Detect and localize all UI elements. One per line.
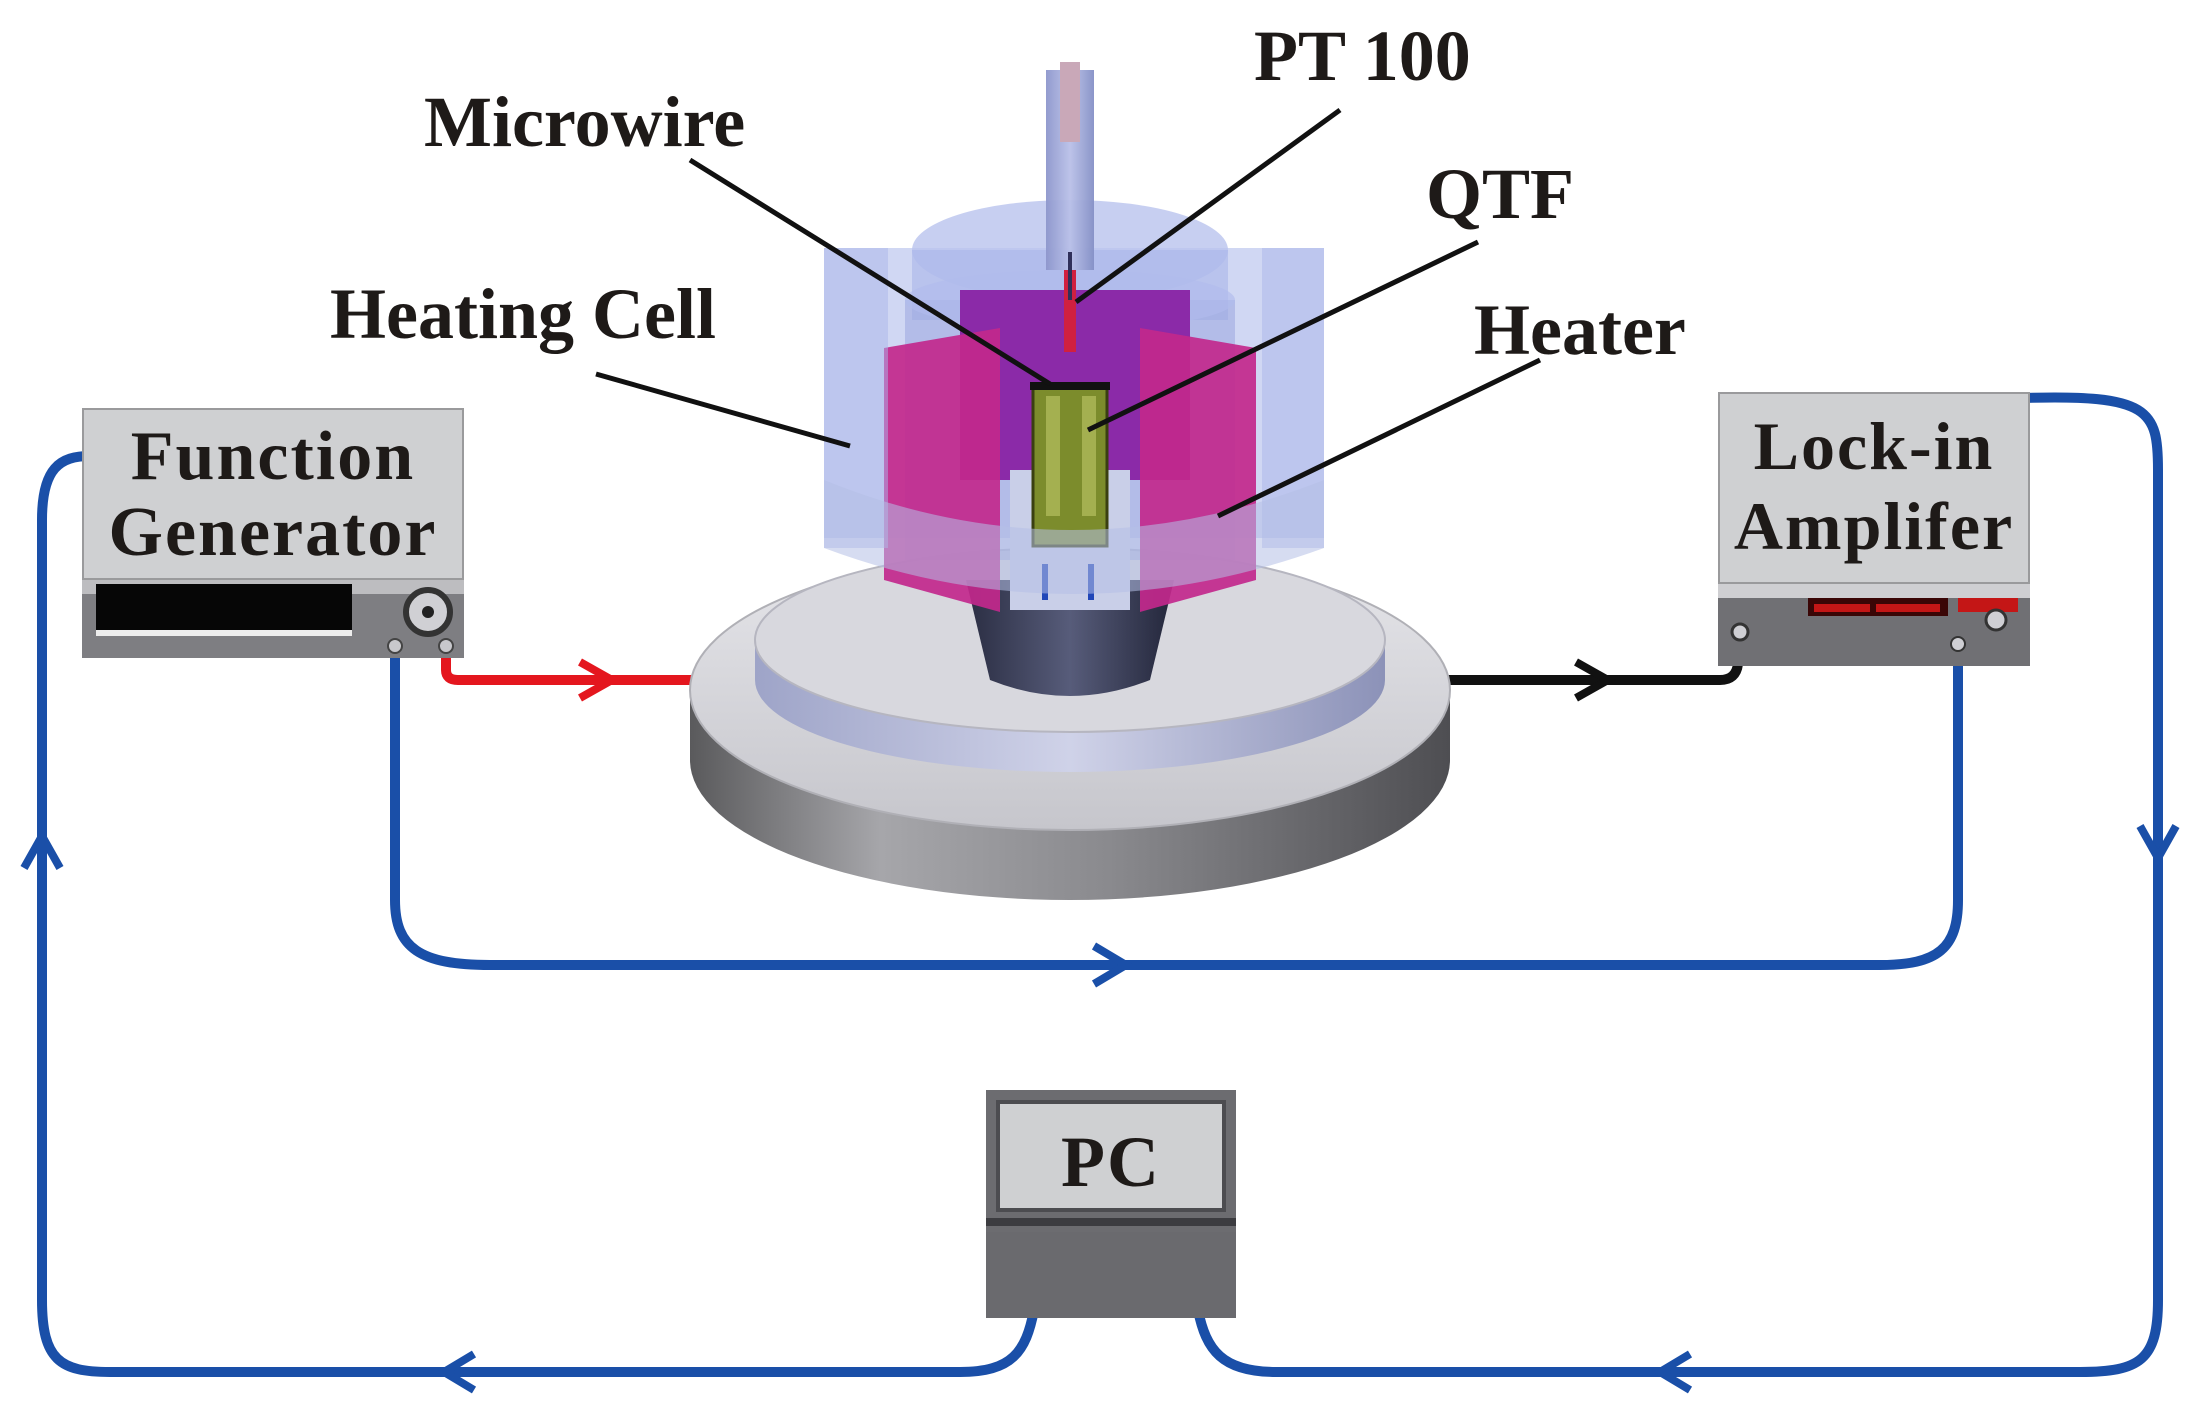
leader-heating-cell (595, 371, 851, 449)
arrow-right-loop (1091, 942, 1134, 988)
function-generator-label-line1: Function (130, 418, 416, 495)
arrow-down-right (2136, 824, 2180, 867)
pc-label: PC (1061, 1122, 1161, 1202)
lockin-amplifier-label-line2: Amplifer (1733, 488, 2015, 564)
function-generator-label-line2: Generator (108, 494, 438, 571)
signal-wire-black (1440, 639, 1745, 702)
leader-microwire (688, 157, 1052, 387)
leader-qtf (1086, 239, 1480, 433)
function-generator-device (82, 578, 464, 658)
lockin-device (1718, 582, 2030, 666)
leader-heater (1216, 357, 1542, 519)
fg-display (96, 584, 352, 630)
arrow-left-bottom-right (1652, 1350, 1693, 1394)
cable-lockin-to-pc (1193, 392, 2163, 1377)
label-microwire: Microwire (424, 82, 746, 162)
arrow-up-left (20, 827, 64, 870)
lockin-amplifier-label-line1: Lock-in (1753, 408, 1995, 484)
data-cables (37, 392, 2163, 1377)
leader-lines (595, 107, 1542, 519)
cable-fg-to-lockin (390, 640, 1963, 970)
label-pt100: PT 100 (1254, 16, 1471, 96)
heating-cell (824, 62, 1324, 696)
label-qtf: QTF (1426, 154, 1575, 234)
arrow-left-bottom-left (436, 1350, 477, 1394)
function-generator-panel: Function Generator (82, 408, 464, 580)
lockin-amplifier-panel: Lock-in Amplifer (1718, 392, 2030, 584)
cable-pc-to-fg (37, 451, 1039, 1377)
pc-panel: PC (996, 1100, 1226, 1212)
label-heater: Heater (1474, 290, 1686, 370)
signal-wire-red (441, 646, 700, 702)
leader-pt100 (1074, 107, 1342, 305)
label-heating-cell: Heating Cell (330, 274, 716, 354)
cable-arrows (20, 824, 2180, 1394)
